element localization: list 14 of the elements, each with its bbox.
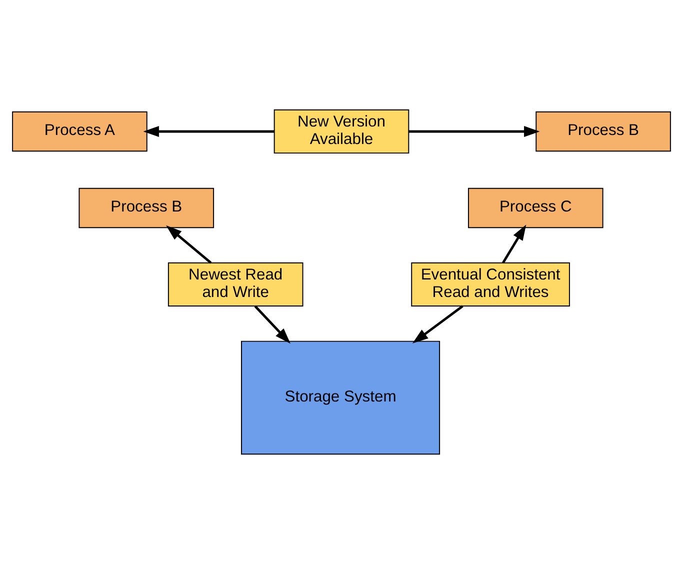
arrow bbox=[143, 126, 274, 136]
node-box: Storage System bbox=[241, 340, 440, 454]
arrow bbox=[408, 126, 540, 136]
node-box: Newest Read and Write bbox=[168, 262, 304, 306]
node-box: Process B bbox=[536, 110, 671, 152]
node-box: Process C bbox=[468, 187, 604, 228]
node-box: Process B bbox=[78, 187, 214, 228]
node-box: New Version Available bbox=[274, 108, 410, 154]
node-box: Process A bbox=[12, 110, 148, 152]
arrow bbox=[254, 304, 290, 344]
arrow bbox=[412, 304, 464, 343]
arrow bbox=[502, 224, 526, 263]
node-box: Eventual Consistent Read and Writes bbox=[411, 262, 570, 306]
arrow bbox=[166, 224, 212, 264]
